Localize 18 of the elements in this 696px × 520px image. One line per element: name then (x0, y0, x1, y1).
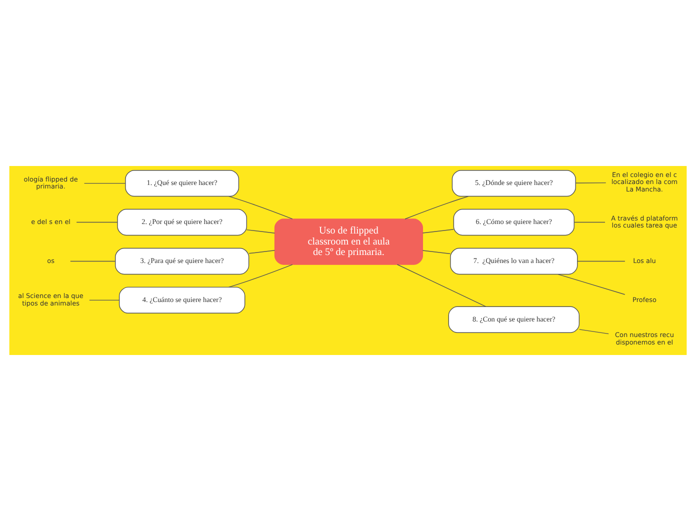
connector (404, 196, 469, 219)
connector (558, 273, 626, 294)
connector (575, 182, 606, 183)
connector (422, 228, 454, 233)
connector (84, 182, 126, 184)
connector (422, 250, 451, 254)
connector (228, 264, 293, 288)
node-box: Uso de flipped classroom en el aula de 5º de primaria. (274, 218, 424, 264)
connector (574, 221, 606, 222)
connector (70, 260, 116, 262)
connector (396, 264, 486, 306)
connector (248, 250, 276, 254)
connector (89, 299, 120, 300)
connector (228, 195, 293, 219)
connector (577, 260, 626, 262)
connector (579, 328, 609, 334)
connector (76, 221, 118, 222)
connector (246, 228, 276, 233)
